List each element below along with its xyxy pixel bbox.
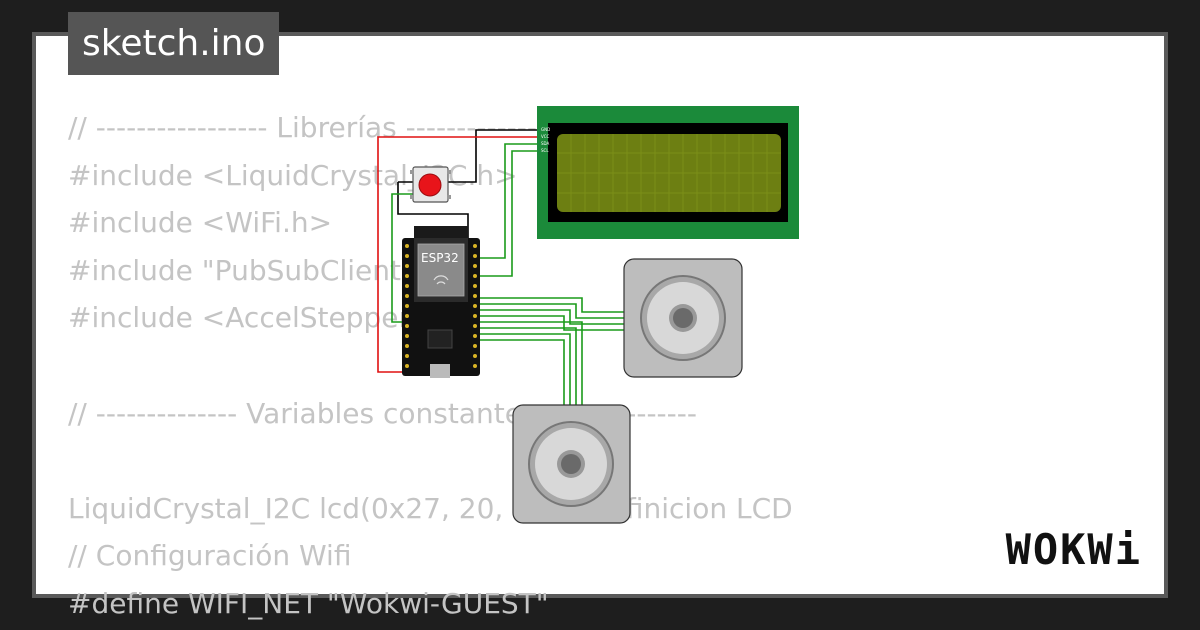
lcd-pin-label: VCC — [541, 134, 550, 139]
lcd-pin-label: GND — [541, 127, 550, 132]
stepper-motor[interactable] — [512, 404, 631, 524]
lcd-pin-label: SDA — [541, 141, 550, 146]
stepper-motor[interactable] — [623, 258, 743, 378]
code-line: #include "PubSubClient.h" — [68, 253, 441, 287]
code-line: // -------------- Variables constantes -… — [68, 396, 697, 430]
code-line: #define WIFI_NET "Wokwi-GUEST" — [68, 586, 549, 620]
lcd-pin-label: SCL — [541, 148, 549, 153]
code-line: #include <WiFi.h> — [68, 206, 333, 240]
wires — [377, 129, 624, 405]
wokwi-logo: WOKWi — [1005, 525, 1142, 574]
code-line: // Configuración Wifi — [68, 539, 352, 573]
esp32-label: ESP32 — [421, 251, 459, 265]
file-name-tab[interactable]: sketch.ino — [68, 12, 280, 75]
code-line: // ----------------- Librerías ---------… — [68, 111, 588, 144]
esp32-board[interactable]: ESP32 — [402, 226, 480, 378]
push-button[interactable] — [410, 166, 451, 203]
lcd-display[interactable]: GND VCC SDA SCL — [537, 106, 799, 239]
